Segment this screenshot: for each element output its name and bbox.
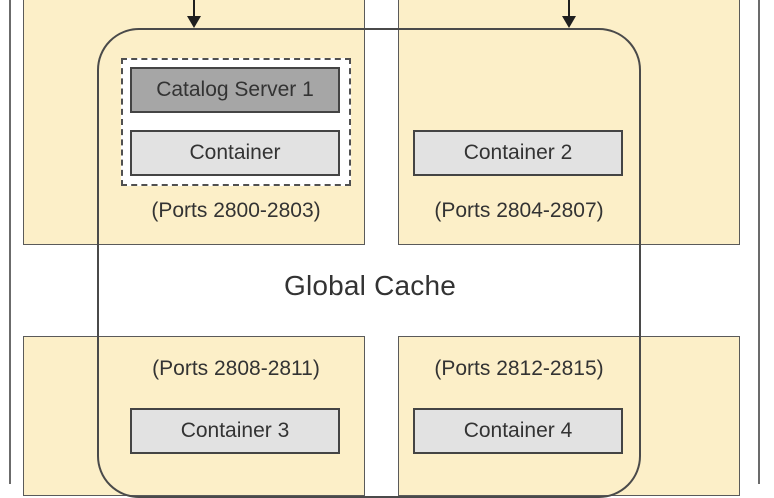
- outer-border-left: [9, 0, 11, 484]
- container-box-4: Container 4: [413, 408, 623, 454]
- ports-label-2: (Ports 2804-2807): [434, 199, 604, 222]
- global-cache-label: Global Cache: [283, 270, 457, 301]
- ports-label-1: (Ports 2800-2803): [151, 199, 321, 222]
- ports-label-4: (Ports 2812-2815): [434, 357, 604, 380]
- ports-label-3: (Ports 2808-2811): [152, 357, 320, 380]
- container-box-3: Container 3: [130, 408, 340, 454]
- container-box-2: Container 2: [413, 130, 623, 176]
- container-box-1: Container: [130, 130, 340, 176]
- outer-border-right: [758, 0, 760, 484]
- catalog-server-box: Catalog Server 1: [130, 67, 340, 113]
- jvm-box-2: [398, 0, 740, 245]
